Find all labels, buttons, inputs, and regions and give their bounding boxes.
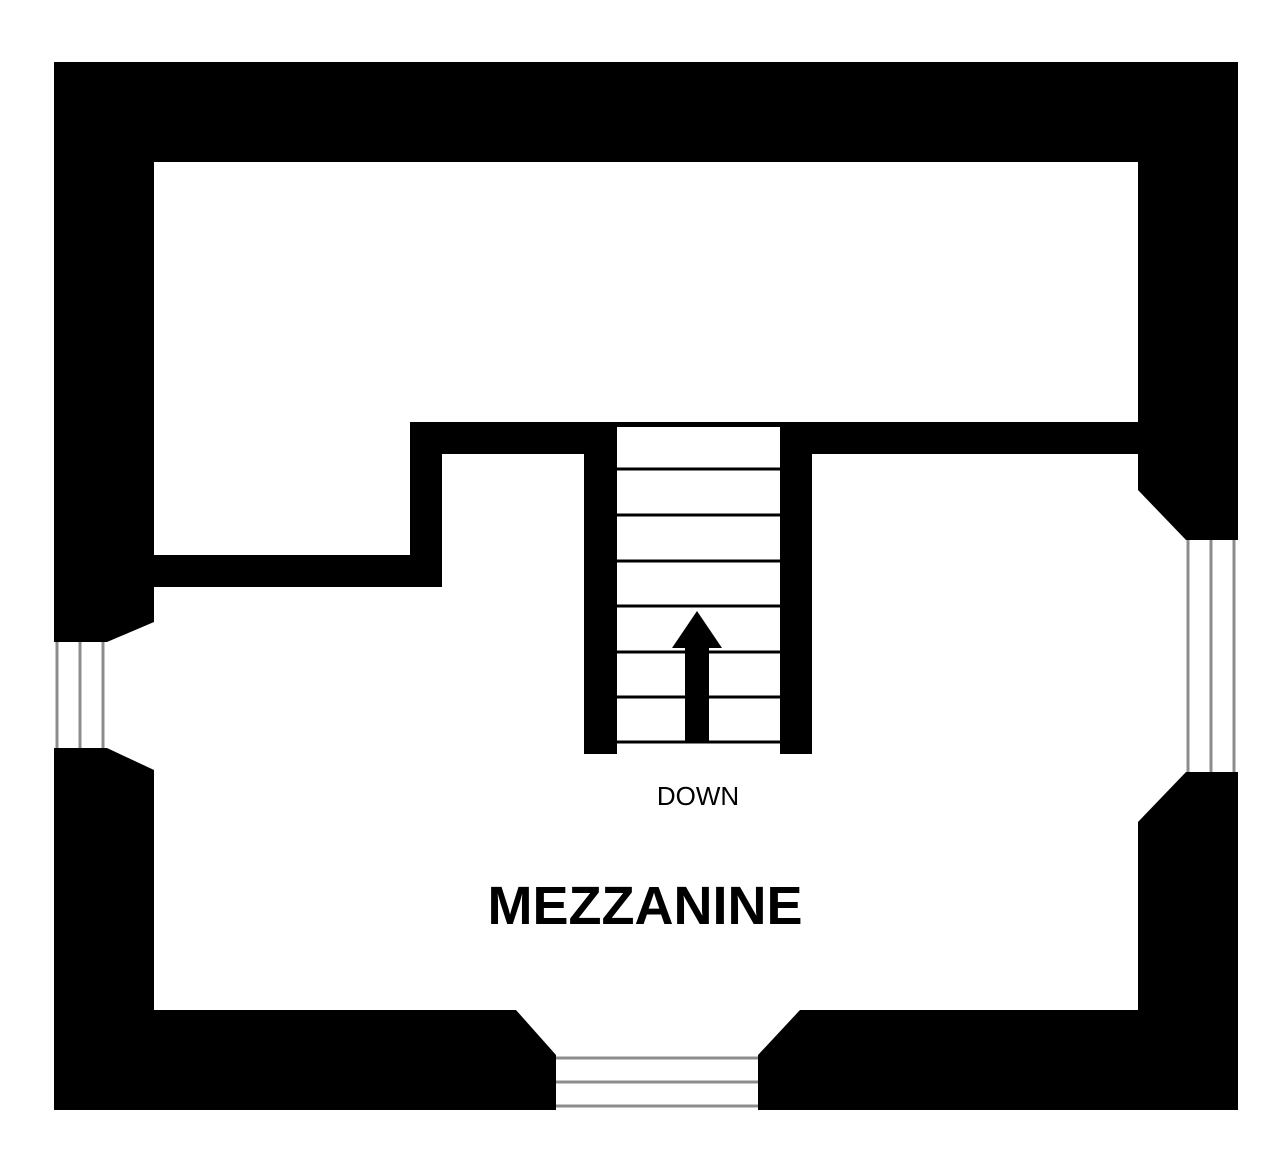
wall-bottom-right	[758, 1010, 1138, 1110]
wall-right-lower	[1138, 772, 1238, 1110]
stair-wall-right	[780, 422, 812, 754]
window-bottom	[556, 1056, 758, 1108]
wall-left-lower	[54, 748, 556, 1110]
stair-label: DOWN	[657, 781, 739, 811]
exterior-walls	[54, 62, 1238, 1110]
partition-left-return	[154, 422, 442, 587]
wall-right-upper	[1138, 440, 1238, 540]
room-label: MEZZANINE	[488, 876, 803, 936]
wall-top-left	[54, 62, 1238, 642]
stair-direction-arrow-icon	[672, 611, 722, 743]
stair-wall-left	[584, 422, 617, 754]
window-left	[55, 642, 105, 748]
windows	[55, 540, 1236, 1108]
window-right	[1186, 540, 1236, 772]
staircase	[617, 427, 780, 744]
